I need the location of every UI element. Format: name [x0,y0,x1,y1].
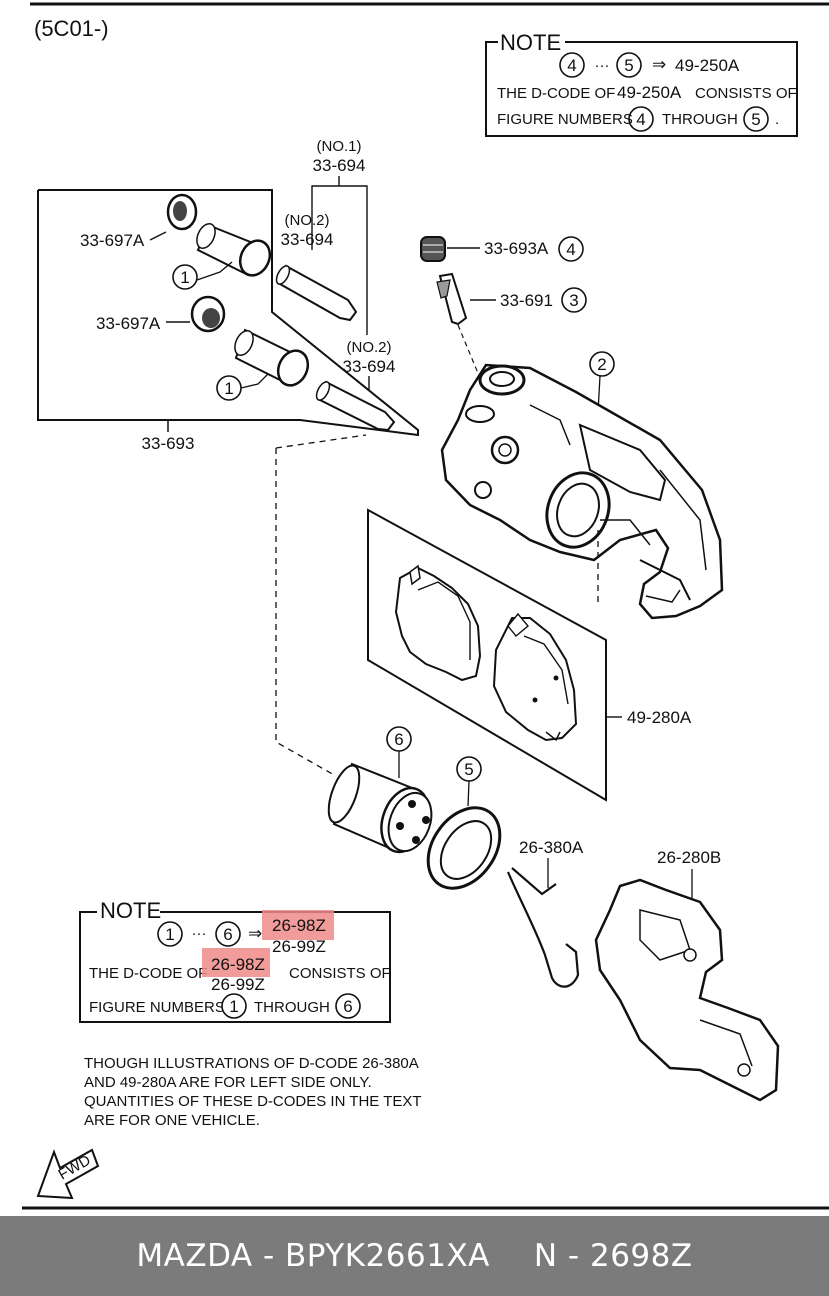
disclaimer-line: ARE FOR ONE VEHICLE. [84,1112,260,1129]
disclaimer-line: AND 49-280A ARE FOR LEFT SIDE ONLY. [84,1074,372,1091]
ref-number: 1 [180,268,189,287]
label-no2-b: (NO.2) [347,339,392,356]
brake-pad-set: 49-280A [367,508,692,802]
ref-number: 5 [624,56,633,75]
ref-circle [335,993,361,1019]
ref-number: 3 [569,291,578,310]
corner-code: (5C01-) [34,16,109,41]
ref-number: 5 [751,110,760,129]
note-bottom-line2-post: CONSISTS OF [289,965,391,982]
disclaimer-line: THOUGH ILLUSTRATIONS OF D-CODE 26-380A [84,1055,419,1072]
ref-number: 1 [229,997,238,1016]
guide-pin-lower [315,380,396,432]
caliper-body: 2 [440,351,724,620]
dust-boot-33-697a-lower: 33-697A [96,295,226,333]
arrow-icon: ⇒ [652,55,666,74]
pin-kit-box: 33-693 [37,189,419,453]
sleeve-upper: 1 [172,222,272,290]
label-33-691: 33-691 [500,291,553,310]
dashed-guide-left [275,448,337,777]
bleeder-screw: 33-691 3 [436,272,587,379]
note-bottom-line2-old: 26-99Z [211,975,265,994]
note-bottom-title: NOTE [100,898,161,923]
bleeder-cap: 33-693A 4 [420,236,584,262]
note-top-through: THROUGH [662,111,738,128]
label-33-697a-lower: 33-697A [96,314,161,333]
footer-part-number: MAZDA - BPYK2661XA [136,1238,490,1274]
ref-circle [558,236,584,262]
sleeve-lower: 1 [216,328,310,401]
ref-number: 4 [566,240,575,259]
arrow-icon: ⇒ [248,924,262,943]
ref-number: 1 [165,925,174,944]
label-33-694-c: 33-694 [343,357,396,376]
note-top-line2-post: CONSISTS OF [695,85,797,102]
label-33-694-a: 33-694 [313,156,366,175]
ref-number: 4 [567,56,576,75]
highlight-box [262,910,334,940]
label-33-697a-upper: 33-697A [80,231,145,250]
fwd-arrow-icon: FWD [36,1148,100,1200]
note-top: NOTE 4 ··· 5 ⇒ 49-250A THE D-CODE OF 49-… [485,30,798,137]
ref-number: 1 [224,379,233,398]
note-bottom-line2: THE D-CODE OF [89,965,207,982]
label-no1: (NO.1) [317,138,362,155]
disclaimer: THOUGH ILLUSTRATIONS OF D-CODE 26-380A A… [84,1055,422,1129]
ref-circle [157,921,183,947]
label-26-280b: 26-280B [657,848,721,867]
ref-circle [172,264,198,290]
label-33-694-b: 33-694 [281,230,334,249]
ref-number: 6 [394,730,403,749]
ref-number: 6 [223,925,232,944]
ref-circle [559,52,585,78]
piston: 6 [327,726,433,854]
ref-number: 2 [597,355,606,374]
label-26-380a: 26-380A [519,838,584,857]
label-33-693: 33-693 [142,434,195,453]
note-bottom-code-new: 26-98Z [272,916,326,935]
range-dots: ··· [192,925,207,942]
note-bottom-line3: FIGURE NUMBERS [89,999,225,1016]
ref-circle [743,106,769,132]
piston-seal: 5 [426,756,502,890]
ref-number: 5 [464,760,473,779]
note-bottom: NOTE 1 ··· 6 ⇒ 26-98Z 26-99Z THE D-CODE … [79,898,391,1023]
note-top-code: 49-250A [675,56,740,75]
note-bottom-line2-new: 26-98Z [211,955,265,974]
label-no2-a: (NO.2) [285,212,330,229]
footer-cross-ref: N - 2698Z [533,1238,693,1274]
note-bottom-code-old: 26-99Z [272,937,326,956]
ref-circle [616,52,642,78]
ref-circle [561,287,587,313]
note-top-title: NOTE [500,30,561,55]
ref-number: 4 [636,110,645,129]
range-dots: ··· [595,57,610,74]
ref-circle [215,921,241,947]
label-49-280a: 49-280A [627,708,692,727]
disclaimer-line: QUANTITIES OF THESE D-CODES IN THE TEXT [84,1093,422,1110]
dust-boot-33-697a-upper: 33-697A [80,193,198,250]
guide-pin-upper [275,264,358,322]
note-top-period: . [775,111,779,128]
anti-rattle-spring: 26-380A [506,838,584,988]
ref-number: 6 [343,997,352,1016]
dashed-guide-top [275,434,367,449]
note-top-line3: FIGURE NUMBERS [497,111,633,128]
footer-banner: MAZDA - BPYK2661XA N - 2698Z [0,1216,829,1296]
highlight-box [202,948,270,977]
caliper-bracket: 26-280B [594,848,780,1102]
ref-circle [589,351,615,377]
ref-circle [221,993,247,1019]
note-bottom-through: THROUGH [254,999,330,1016]
parts-diagram: (5C01-) NOTE 4 ··· 5 ⇒ 49-250A THE D-COD… [22,2,829,1210]
note-top-line2-code: 49-250A [617,83,682,102]
label-33-693a: 33-693A [484,239,549,258]
note-top-line2: THE D-CODE OF [497,85,615,102]
ref-circle [628,106,654,132]
